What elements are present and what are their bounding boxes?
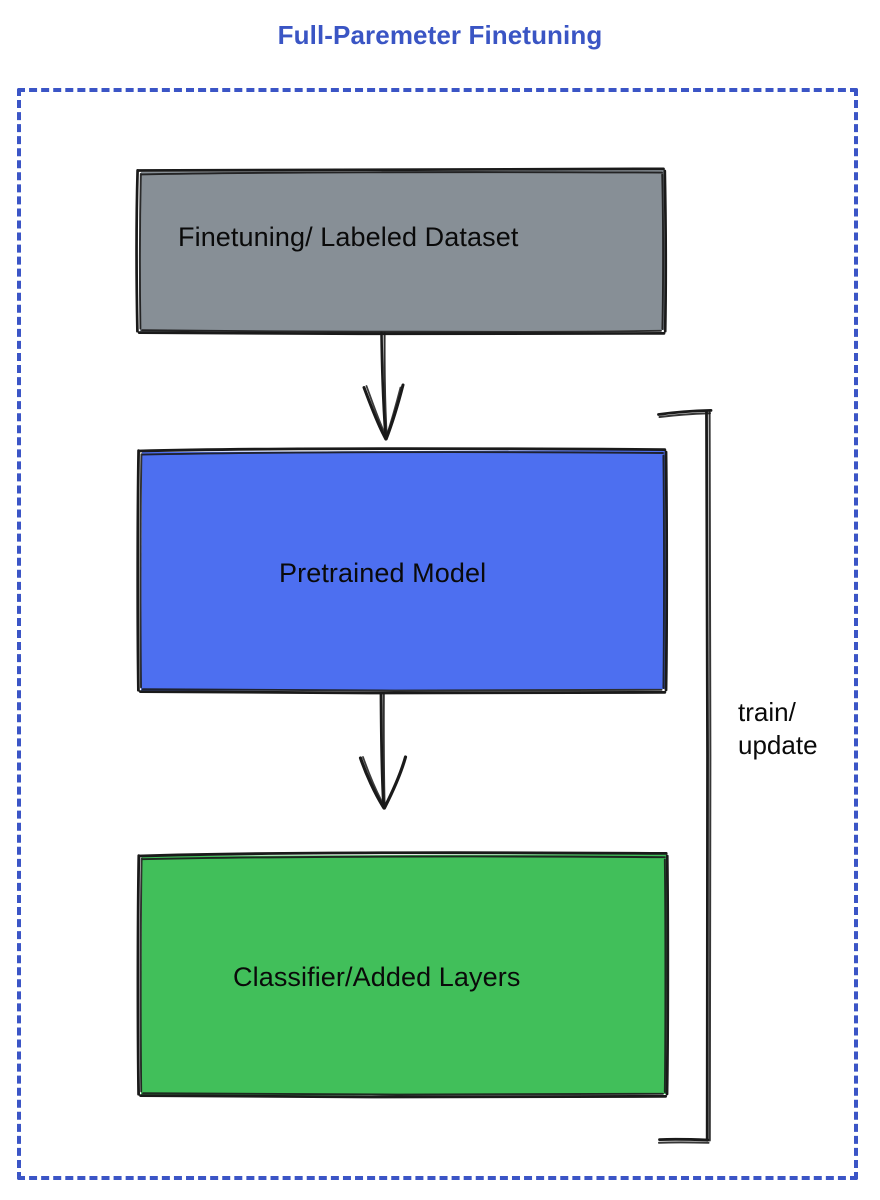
edge-label-train-update: train/ update <box>738 697 818 760</box>
page-title: Full-Paremeter Finetuning <box>277 20 603 50</box>
node-classifier-label: Classifier/Added Layers <box>233 962 521 992</box>
node-pretrained-label: Pretrained Model <box>279 558 487 588</box>
node-dataset-label: Finetuning/ Labeled Dataset <box>178 222 519 252</box>
diagram-frame-border <box>17 88 858 1180</box>
